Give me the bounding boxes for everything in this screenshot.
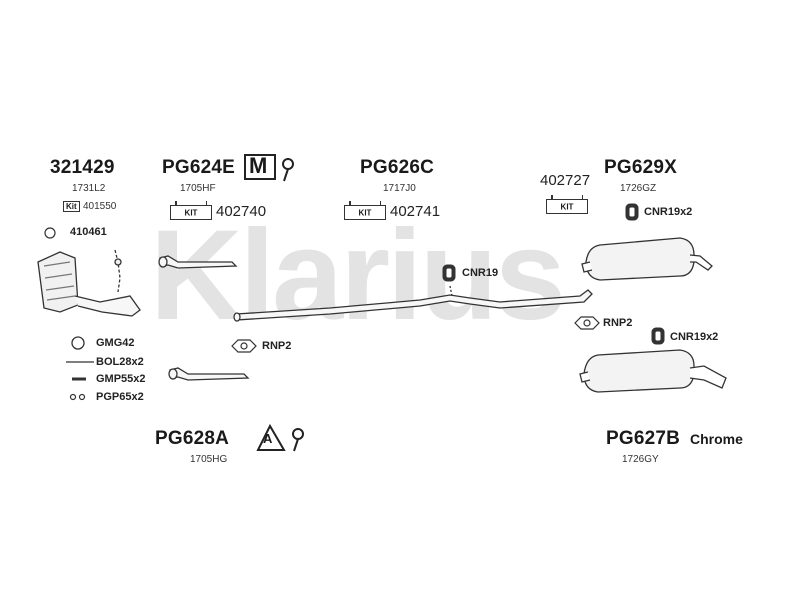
pg626c-pipe-icon bbox=[233, 285, 593, 322]
pg624e-symbol-label: M bbox=[249, 153, 268, 178]
part-pg629x-number: PG629X bbox=[604, 157, 678, 178]
part-pg628a-number: PG628A bbox=[155, 428, 230, 449]
cnr19x2-bottom-icon bbox=[651, 327, 665, 345]
part-pg628a-ref: 1705HG bbox=[190, 454, 228, 465]
part-pg624e-kit-badge: KIT bbox=[170, 201, 212, 220]
rnp2-right-label: RNP2 bbox=[603, 317, 633, 329]
part-321429-number: 321429 bbox=[50, 157, 115, 178]
part-pg626c-ref: 1717J0 bbox=[383, 183, 416, 194]
part-321429-kit-badge: Kit bbox=[63, 201, 80, 212]
cnr19x2-top-icon bbox=[625, 203, 639, 221]
part-pg629x-kit-ref: 402727 bbox=[540, 172, 591, 189]
pg624e-symbol-icon bbox=[244, 154, 294, 182]
gmg42-label: GMG42 bbox=[96, 337, 135, 349]
pg628a-symbol-icon bbox=[256, 423, 304, 452]
bol28x2-label: BOL28x2 bbox=[96, 356, 144, 368]
part-321429-kit-ref: 401550 bbox=[83, 201, 117, 212]
gmg42-icon bbox=[71, 336, 85, 350]
pg624e-pipe-icon bbox=[158, 255, 238, 269]
gmp55x2-label: GMP55x2 bbox=[96, 373, 146, 385]
part-pg627b-number: PG627B bbox=[606, 428, 681, 449]
part-pg626c-number: PG626C bbox=[360, 157, 435, 178]
part-pg629x-kit-badge: KIT bbox=[546, 195, 588, 214]
pgp65x2-icon bbox=[69, 393, 86, 401]
pg628a-symbol-label: A bbox=[263, 431, 273, 446]
catalytic-converter-icon bbox=[37, 249, 141, 317]
part-pg624e-ref: 1705HF bbox=[180, 183, 216, 194]
part-pg629x-ref: 1726GZ bbox=[620, 183, 657, 194]
pg629x-silencer-icon bbox=[581, 237, 713, 281]
pg628a-pipe-icon bbox=[168, 367, 250, 381]
cnr19x2-bottom-label: CNR19x2 bbox=[670, 331, 719, 343]
part-pg629x-kit-label: KIT bbox=[560, 202, 574, 211]
part-pg626c-kit-label: KIT bbox=[358, 208, 372, 217]
part-pg626c-kit-badge: KIT bbox=[344, 201, 386, 220]
cnr19x2-top-label: CNR19x2 bbox=[644, 206, 693, 218]
pgp65x2-label: PGP65x2 bbox=[96, 391, 144, 403]
rnp2-right-icon bbox=[574, 316, 600, 330]
rnp2-left-label: RNP2 bbox=[262, 340, 292, 352]
cnr19-icon bbox=[442, 264, 456, 282]
gasket-410461-icon bbox=[44, 227, 56, 239]
part-321429-ref: 1731L2 bbox=[72, 183, 106, 194]
part-pg624e-kit-ref: 402740 bbox=[216, 203, 267, 220]
rnp2-left-icon bbox=[231, 339, 257, 353]
part-pg626c-kit-ref: 402741 bbox=[390, 203, 441, 220]
watermark: Klarius bbox=[150, 204, 566, 347]
part-pg627b-finish: Chrome bbox=[690, 431, 743, 447]
cnr19-label: CNR19 bbox=[462, 267, 499, 279]
pg627b-silencer-icon bbox=[579, 349, 727, 393]
part-pg627b-ref: 1726GY bbox=[622, 454, 659, 465]
part-pg624e-number: PG624E bbox=[162, 157, 236, 178]
gasket-410461-label: 410461 bbox=[70, 226, 107, 238]
part-pg624e-kit-label: KIT bbox=[184, 208, 198, 217]
